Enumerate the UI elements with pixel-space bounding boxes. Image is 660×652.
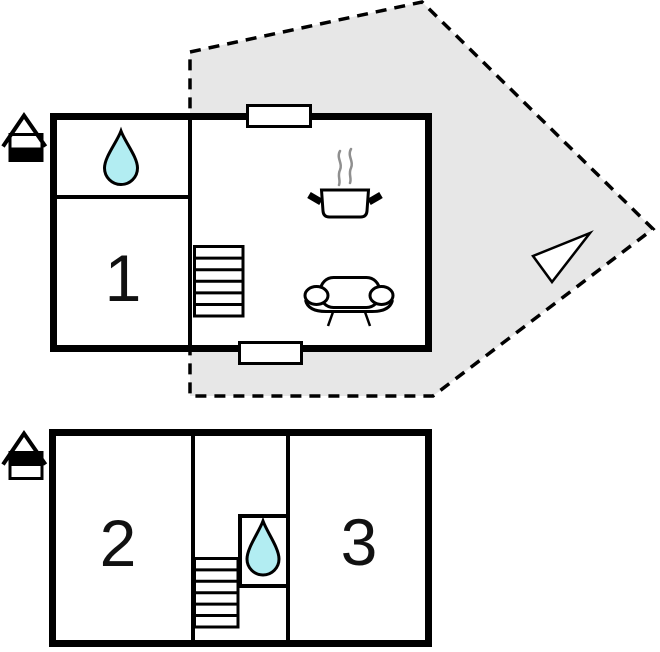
room-3-label: 3 bbox=[341, 505, 378, 579]
water-drop-icon bbox=[245, 516, 281, 577]
house-icon-ground-floor bbox=[1, 111, 48, 162]
triangle-pointer-icon bbox=[531, 230, 594, 285]
window-icon bbox=[238, 341, 303, 365]
water-drop-icon bbox=[102, 126, 140, 186]
sofa-icon bbox=[303, 276, 395, 327]
house-icon-upper-floor bbox=[1, 429, 48, 480]
stairs-icon bbox=[193, 245, 245, 318]
room-2-label: 2 bbox=[100, 506, 137, 580]
cooking-pot-icon bbox=[307, 147, 383, 219]
window-icon bbox=[246, 104, 312, 128]
steam-icon bbox=[337, 149, 342, 187]
steam-icon bbox=[348, 147, 353, 185]
stairs-icon bbox=[193, 557, 240, 629]
ground-floor-plan: 1 bbox=[50, 104, 432, 365]
room-1-label: 1 bbox=[105, 241, 142, 315]
upper-floor-plan: 2 3 bbox=[49, 429, 432, 647]
